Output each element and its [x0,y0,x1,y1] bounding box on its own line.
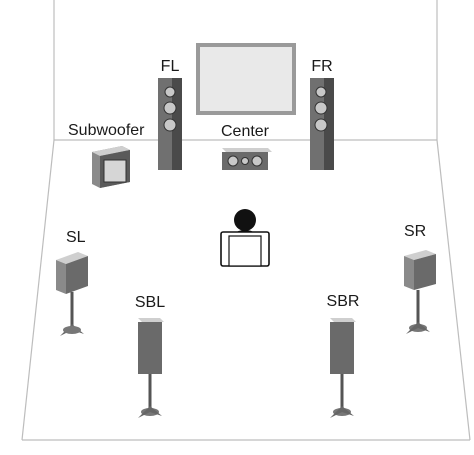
subwoofer-speaker [92,146,130,188]
fl-label: FL [160,58,180,75]
center-label: Center [220,123,270,140]
room-outline [21,0,471,441]
surround-right-speaker [404,250,436,334]
tv-screen [196,43,296,115]
surround-back-right-speaker [330,318,356,418]
subwoofer-label: Subwoofer [68,122,145,139]
center-speaker [222,148,272,170]
sr-label: SR [404,223,427,240]
listener-icon [220,209,270,267]
surround-left-speaker [56,252,88,336]
front-right-speaker [310,78,334,170]
surround-back-left-speaker [138,318,164,418]
fr-label: FR [311,58,333,75]
front-left-speaker [158,78,182,170]
sl-label: SL [66,229,86,246]
sbr-label: SBR [326,293,360,310]
sbl-label: SBL [134,294,166,311]
